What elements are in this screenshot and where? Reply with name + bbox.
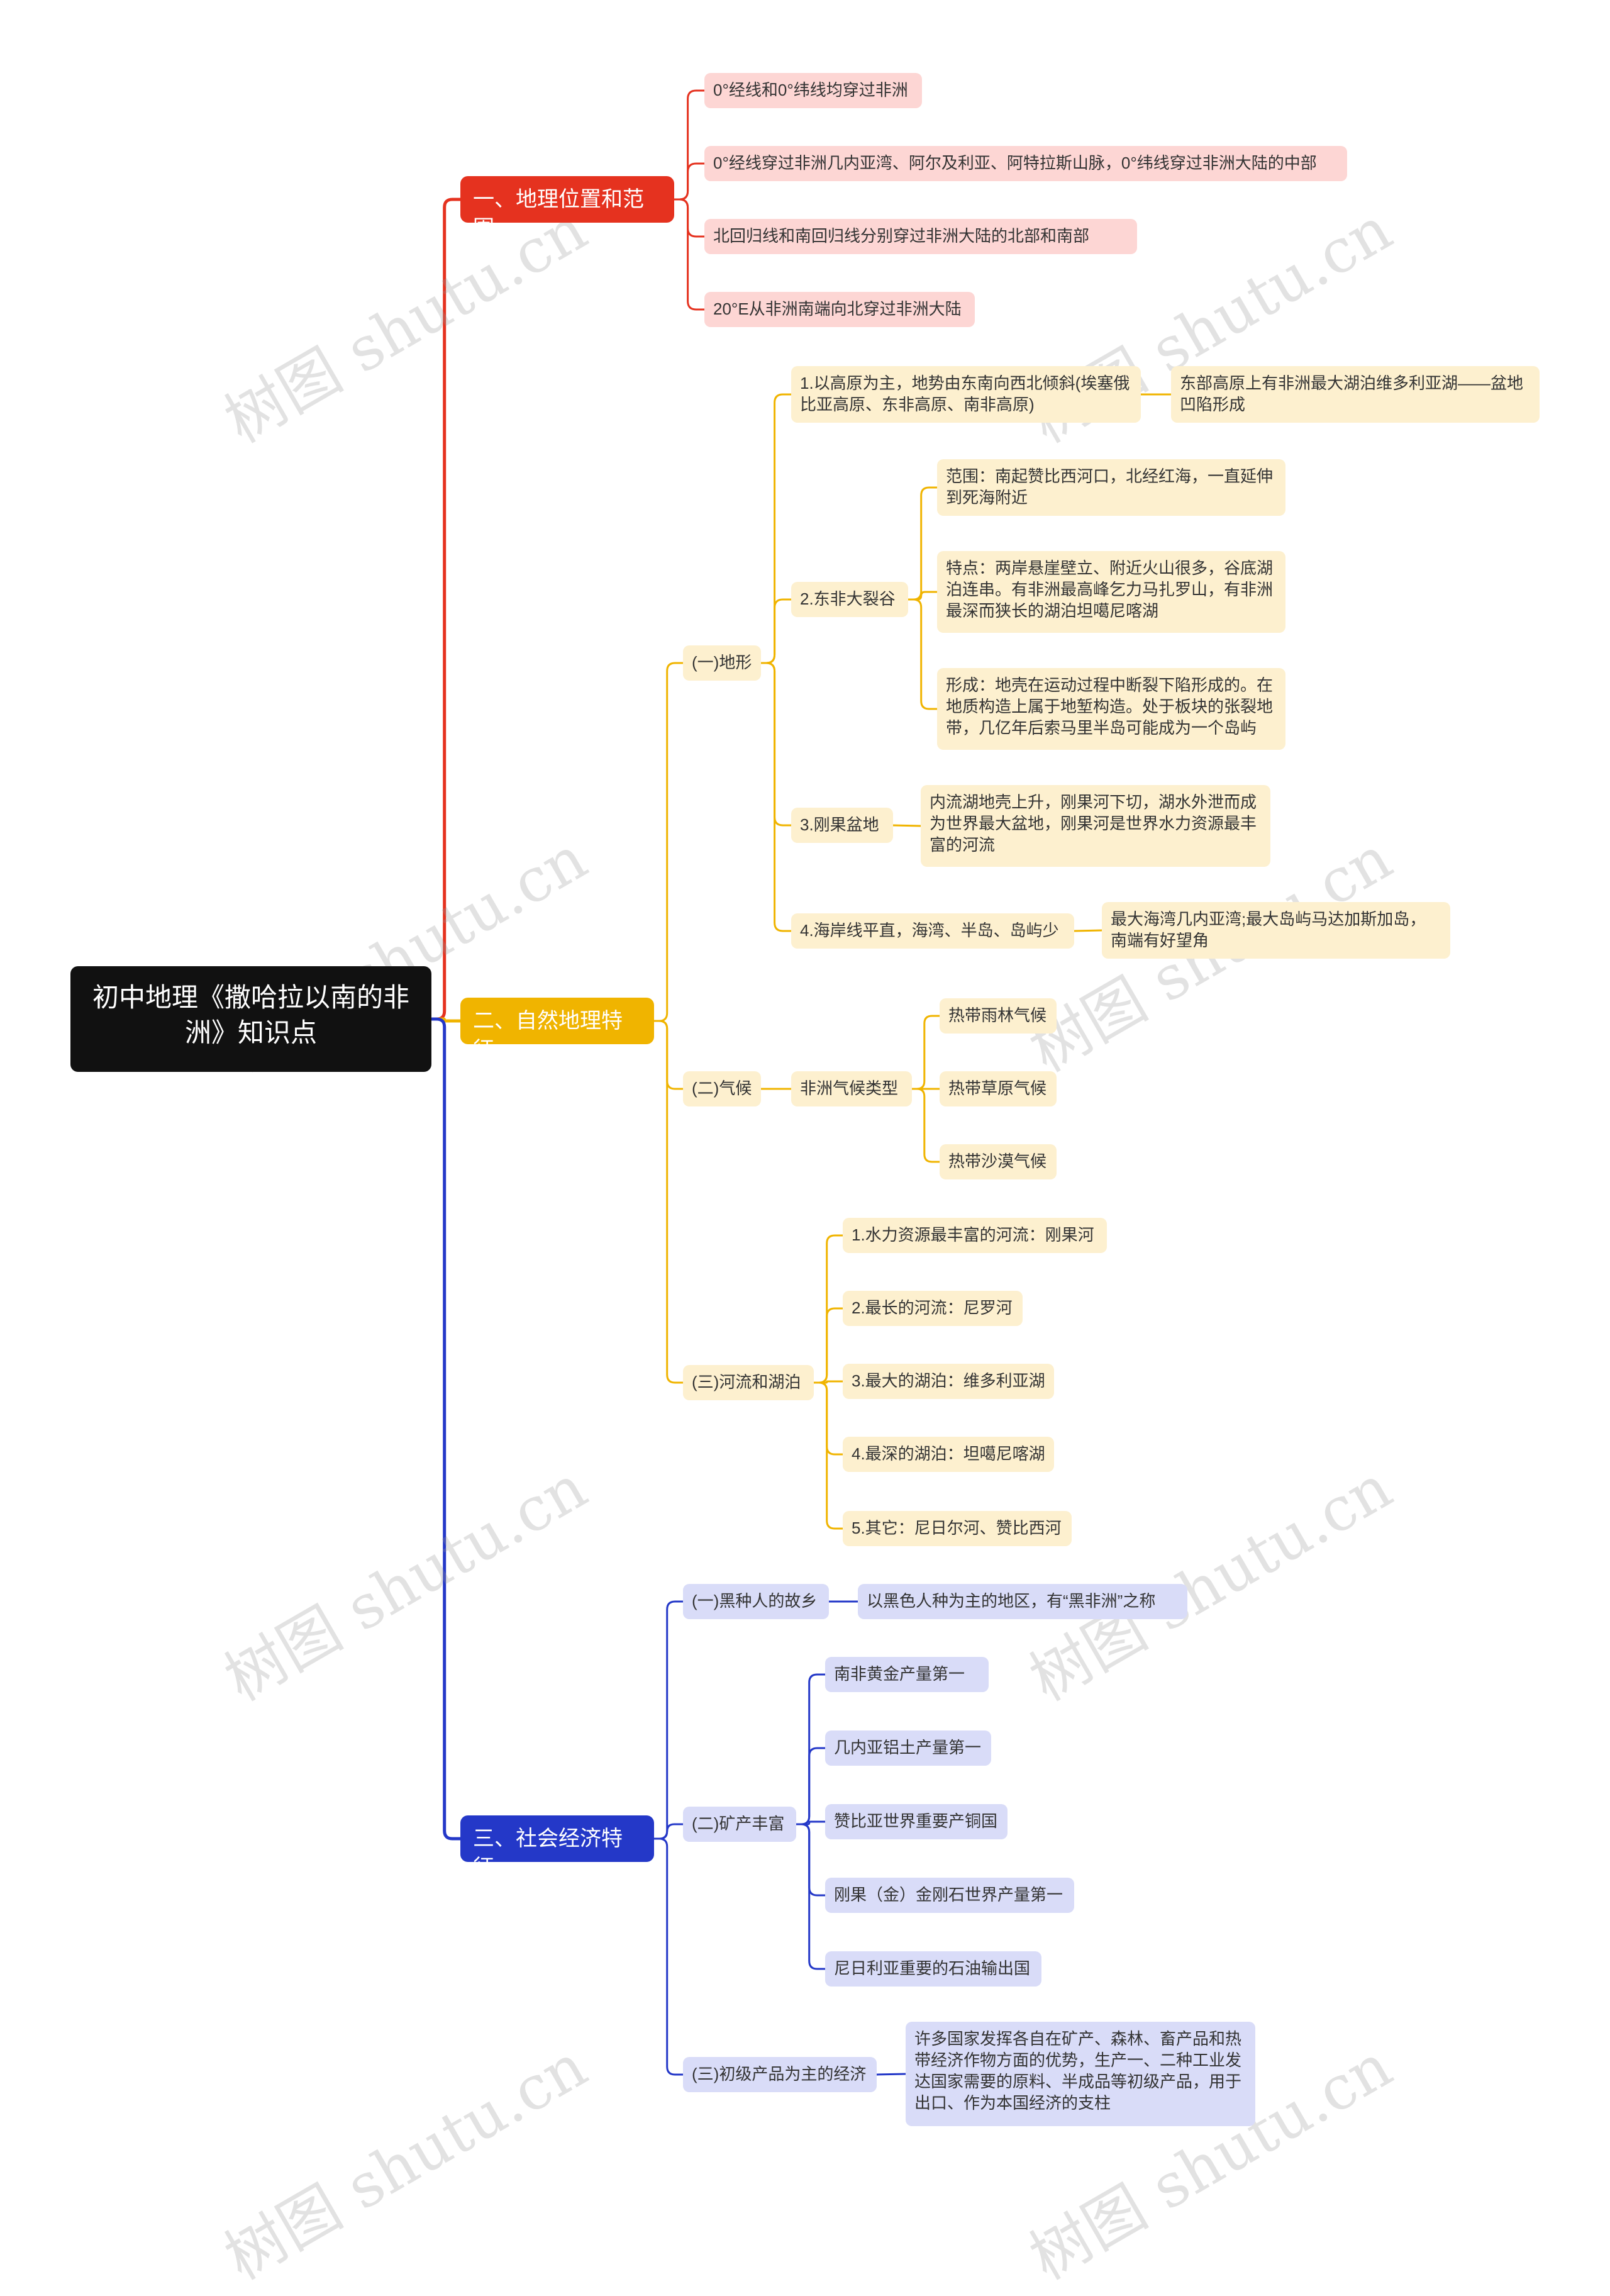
connector-line [814, 1381, 843, 1456]
connector-line [796, 1823, 825, 1897]
coastline-note[interactable]: 最大海湾几内亚湾;最大岛屿马达加斯加岛，南端有好望角 [1102, 902, 1450, 959]
rift-valley-item[interactable]: 2.东非大裂谷 [791, 582, 908, 617]
congo-basin-item[interactable]: 3.刚果盆地 [791, 808, 893, 843]
primary-products-note[interactable]: 许多国家发挥各自在矿产、森林、畜产品和热带经济作物方面的优势，生产一、二种工业发… [906, 2022, 1255, 2126]
rivers-lakes-topic[interactable]: (三)河流和湖泊 [683, 1365, 814, 1400]
connector-line [908, 598, 937, 710]
connector-line [654, 662, 683, 1022]
climate-type-item[interactable]: 热带草原气候 [940, 1071, 1057, 1106]
climate-type-item[interactable]: 热带雨林气候 [940, 998, 1057, 1034]
connector-line [1074, 929, 1102, 932]
connector-line [761, 662, 791, 932]
plateau-note[interactable]: 东部高原上有非洲最大湖泊维多利亚湖——盆地凹陷形成 [1171, 366, 1540, 423]
connector-line [674, 162, 704, 201]
connector-line [814, 1381, 843, 1530]
connector-line [761, 662, 791, 827]
plateau-item[interactable]: 1.以高原为主，地势由东南向西北倾斜(埃塞俄比亚高原、东非高原、南非高原) [791, 366, 1141, 423]
connector-line [431, 1017, 460, 1841]
mineral-item[interactable]: 刚果（金）金刚石世界产量第一 [825, 1878, 1074, 1913]
minerals-topic[interactable]: (二)矿产丰富 [683, 1807, 796, 1842]
connector-line [912, 1088, 940, 1163]
connector-line [431, 1017, 460, 1023]
connector-line [892, 824, 921, 827]
connector-line [761, 598, 791, 664]
homeland-note[interactable]: 以黑色人种为主的地区，有“黑非洲”之称 [858, 1584, 1187, 1619]
climate-type-item[interactable]: 热带沙漠气候 [940, 1144, 1057, 1179]
connector-line [654, 1823, 683, 1840]
connector-line [674, 89, 704, 201]
river-lake-item[interactable]: 3.最大的湖泊：维多利亚湖 [843, 1364, 1054, 1399]
river-lake-item[interactable]: 4.最深的湖泊：坦噶尼喀湖 [843, 1437, 1054, 1472]
river-lake-item[interactable]: 5.其它：尼日尔河、赞比西河 [843, 1511, 1072, 1546]
congo-basin-note[interactable]: 内流湖地壳上升，刚果河下切，湖水外泄而成为世界最大盆地，刚果河是世界水力资源最丰… [921, 785, 1270, 867]
connector-line [761, 393, 791, 664]
connector-line [431, 198, 460, 1021]
connector-line [654, 1600, 683, 1840]
river-lake-item[interactable]: 1.水力资源最丰富的河流：刚果河 [843, 1218, 1107, 1253]
connector-line [654, 1020, 683, 1090]
rift-origin-note[interactable]: 形成：地壳在运动过程中断裂下陷形成的。在地质构造上属于地堑构造。处于板块的张裂地… [937, 668, 1285, 750]
section-natural-geography[interactable]: 二、自然地理特征 [460, 998, 654, 1044]
connector-line [796, 1747, 825, 1825]
connector-line [674, 198, 704, 238]
connector-line [674, 198, 704, 311]
connector-line [908, 486, 937, 601]
geo-item[interactable]: 0°经线和0°纬线均穿过非洲 [704, 73, 922, 108]
geo-item[interactable]: 20°E从非洲南端向北穿过非洲大陆 [704, 292, 975, 327]
connector-line [876, 2073, 906, 2076]
connector-line [814, 1380, 843, 1384]
rift-range-note[interactable]: 范围：南起赞比西河口，北经红海，一直延伸到死海附近 [937, 459, 1285, 516]
coastline-item[interactable]: 4.海岸线平直，海湾、半岛、岛屿少 [791, 913, 1074, 949]
connector-line [796, 1823, 825, 1970]
root-topic[interactable]: 初中地理《撒哈拉以南的非洲》知识点 [70, 966, 431, 1072]
connector-line [654, 1020, 683, 1384]
geo-item[interactable]: 北回归线和南回归线分别穿过非洲大陆的北部和南部 [704, 219, 1137, 254]
connector-line [908, 591, 937, 601]
climate-types[interactable]: 非洲气候类型 [791, 1071, 912, 1106]
connector-line [814, 1307, 843, 1384]
primary-products-topic[interactable]: (三)初级产品为主的经济 [683, 2057, 877, 2092]
mineral-item[interactable]: 赞比亚世界重要产铜国 [825, 1804, 1008, 1839]
geo-item[interactable]: 0°经线穿过非洲几内亚湾、阿尔及利亚、阿特拉斯山脉，0°纬线穿过非洲大陆的中部 [704, 146, 1347, 181]
mineral-item[interactable]: 南非黄金产量第一 [825, 1657, 989, 1692]
climate-topic[interactable]: (二)气候 [683, 1071, 761, 1106]
river-lake-item[interactable]: 2.最长的河流：尼罗河 [843, 1291, 1023, 1326]
connector-line [912, 1015, 940, 1090]
connector-line [796, 1820, 825, 1825]
landform-topic[interactable]: (一)地形 [683, 645, 761, 681]
connector-line [654, 1837, 683, 2076]
connector-lines [431, 89, 1171, 2076]
mineral-item[interactable]: 几内亚铝土产量第一 [825, 1730, 991, 1766]
homeland-topic[interactable]: (一)黑种人的故乡 [683, 1584, 829, 1619]
section-geo-location[interactable]: 一、地理位置和范围 [460, 176, 674, 223]
section-socio-economic[interactable]: 三、社会经济特征 [460, 1815, 654, 1862]
rift-feature-note[interactable]: 特点：两岸悬崖壁立、附近火山很多，谷底湖泊连串。有非洲最高峰乞力马扎罗山，有非洲… [937, 551, 1285, 633]
mineral-item[interactable]: 尼日利亚重要的石油输出国 [825, 1951, 1041, 1987]
